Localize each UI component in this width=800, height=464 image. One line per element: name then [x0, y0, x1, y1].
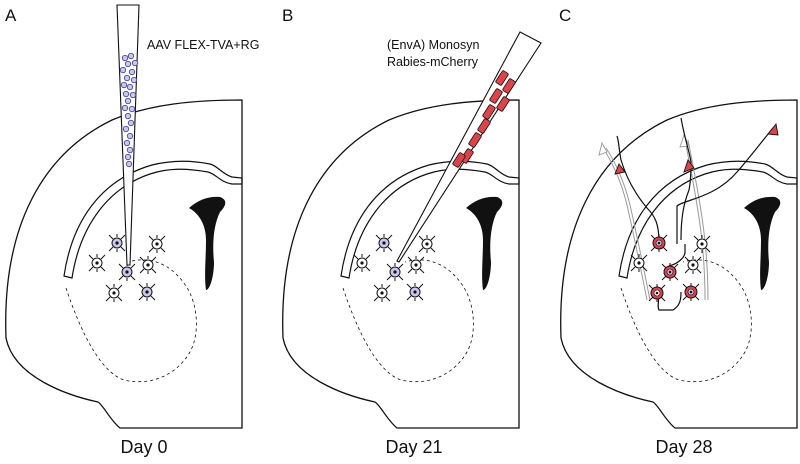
- neuron: [684, 255, 702, 275]
- annotation-line: (EnvA) Monosyn: [387, 38, 480, 52]
- striatum-dashed-outline: [620, 259, 752, 383]
- annotation-rabies: (EnvA) Monosyn Rabies-mCherry: [387, 37, 479, 71]
- neuron: [693, 234, 711, 254]
- panel-letter-a: A: [5, 6, 17, 25]
- day-label-b: Day 21: [385, 437, 443, 457]
- annotation-line: Rabies-mCherry: [387, 55, 478, 69]
- day-label-c: Day 28: [655, 437, 713, 457]
- aav-particles: [119, 52, 139, 168]
- lateral-ventricle: [189, 196, 226, 290]
- lateral-ventricle: [744, 196, 781, 290]
- neuron: [148, 234, 166, 254]
- neuron-starter: [682, 282, 700, 302]
- neuron-starter: [661, 262, 679, 282]
- cortical-projection-gray: [602, 139, 709, 301]
- neuron: [139, 255, 157, 275]
- lateral-ventricle: [466, 196, 503, 290]
- neuron: [105, 283, 123, 303]
- panel-letter-c: C: [559, 6, 572, 25]
- neuron: [88, 253, 106, 273]
- neuron-infected: [406, 282, 424, 302]
- neuron-infected: [375, 233, 393, 253]
- striatum-dashed-outline: [342, 259, 474, 383]
- panel-a: [5, 4, 243, 429]
- neuron-infected: [138, 282, 156, 302]
- panel-c: [560, 99, 798, 429]
- striatum-dashed-outline: [65, 259, 197, 383]
- annotation-line: AAV FLEX-TVA+RG: [147, 38, 260, 52]
- neuron-starter: [650, 233, 668, 253]
- neuron-infected: [108, 233, 126, 253]
- neuron-rabies-traced: [648, 283, 666, 303]
- panel-letter-b: B: [282, 6, 294, 25]
- arrowhead-red: [614, 122, 779, 175]
- neuron-infected: [118, 262, 136, 282]
- neuron: [630, 253, 648, 273]
- day-label-a: Day 0: [120, 437, 168, 457]
- neuron: [353, 253, 371, 273]
- rabies-particles: [452, 70, 516, 168]
- annotation-aav: AAV FLEX-TVA+RG: [147, 37, 259, 54]
- neuron: [373, 283, 391, 303]
- projection-paths: [616, 117, 774, 311]
- panel-b: [282, 31, 542, 429]
- neuron: [418, 234, 436, 254]
- neuron: [407, 255, 425, 275]
- neuron-infected: [386, 262, 404, 282]
- arrowhead-gray: [598, 133, 690, 156]
